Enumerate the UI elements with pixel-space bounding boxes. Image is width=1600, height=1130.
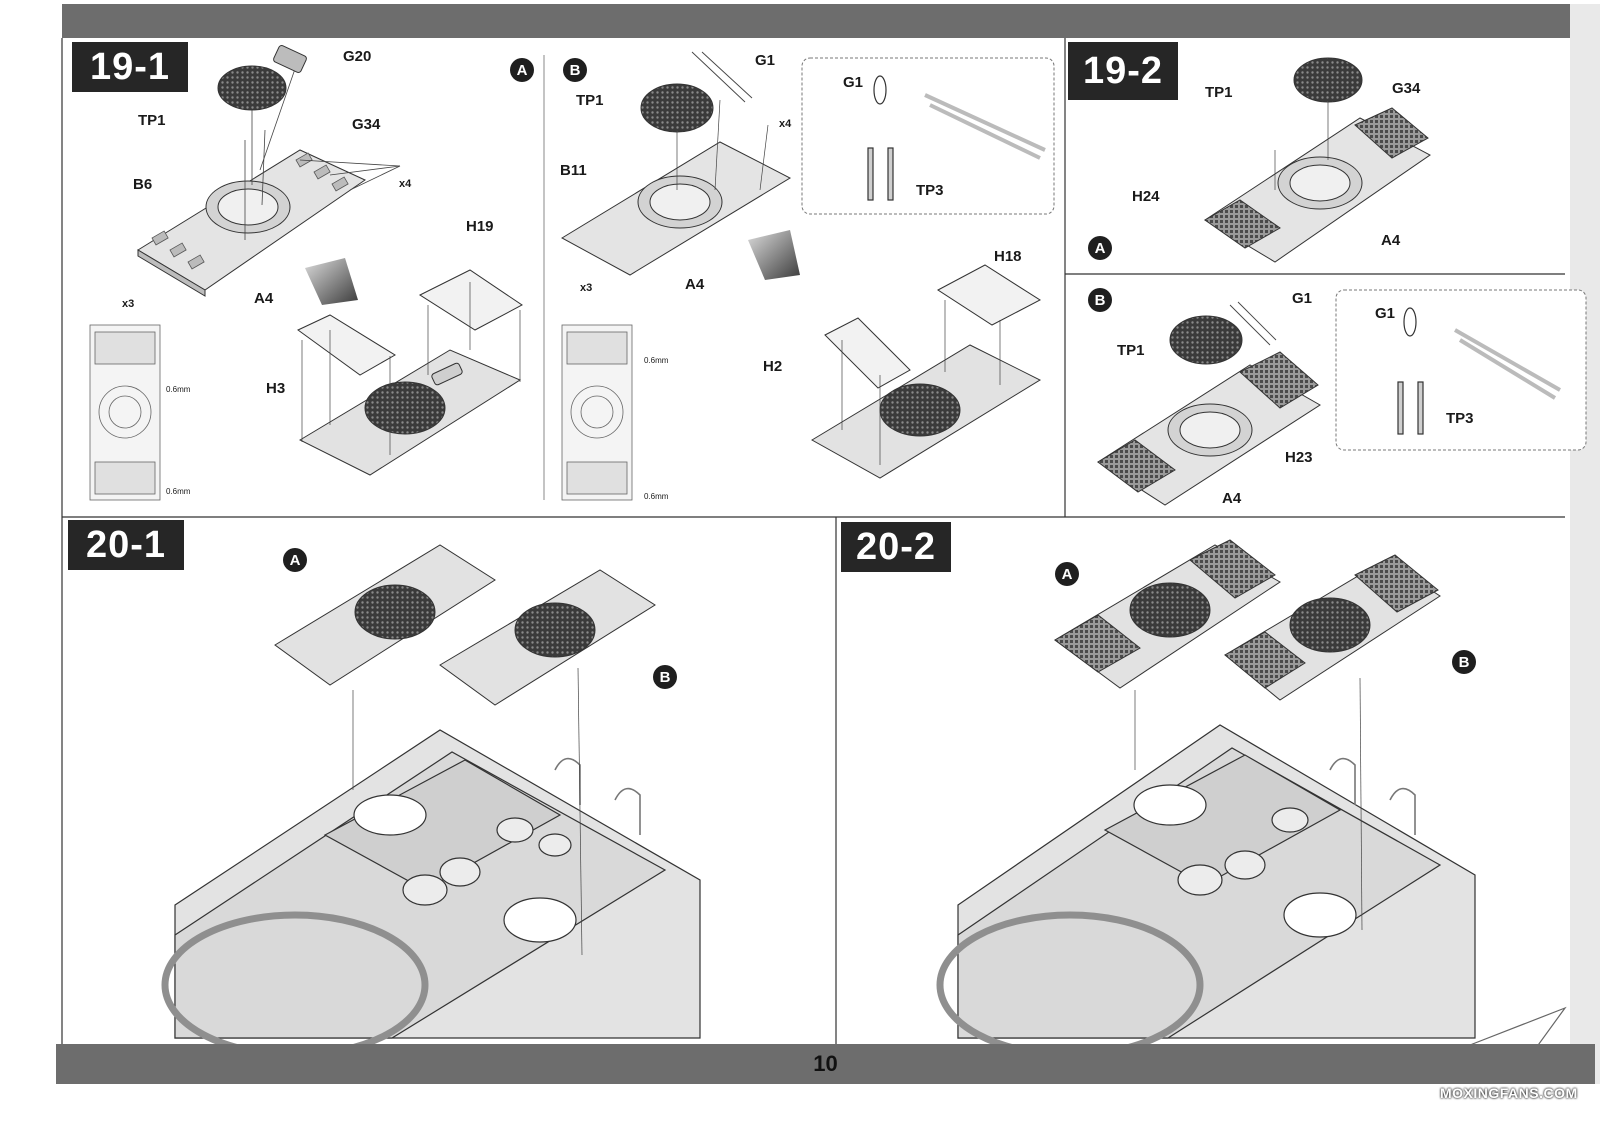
- part-label-h3: H3: [266, 380, 286, 397]
- part-label-a4: A4: [254, 290, 274, 307]
- part-label-h23: H23: [1285, 449, 1313, 466]
- part-label-h18: H18: [994, 248, 1022, 265]
- part-label-h19: H19: [466, 218, 494, 235]
- site-watermark: MOXINGFANS.COM: [1440, 1085, 1578, 1101]
- variant-b-marker: B: [1088, 288, 1112, 312]
- drill-size-label: 0.6mm: [644, 492, 669, 501]
- drill-size-label: 0.6mm: [644, 356, 669, 365]
- drill-size-label: 0.6mm: [166, 487, 191, 496]
- variant-b-marker: B: [1452, 650, 1476, 674]
- part-label-tp1: TP1: [1117, 342, 1145, 359]
- part-label-a4: A4: [1222, 490, 1242, 507]
- variant-a-marker: A: [283, 548, 307, 572]
- part-label-tp1: TP1: [138, 112, 166, 129]
- quantity-x4: x4: [779, 118, 792, 130]
- variant-a-marker: A: [510, 58, 534, 82]
- tool-label-g1: G1: [1375, 305, 1396, 322]
- top-bar: [62, 4, 1595, 38]
- part-label-g1: G1: [1292, 290, 1313, 307]
- page-number: 10: [813, 1051, 838, 1076]
- variant-a-marker: A: [1055, 562, 1079, 586]
- variant-b-marker: B: [653, 665, 677, 689]
- drill-size-label: 0.6mm: [166, 385, 191, 394]
- part-label-h2: H2: [763, 358, 783, 375]
- part-label-h24: H24: [1132, 188, 1160, 205]
- quantity-x4: x4: [399, 178, 412, 190]
- part-label-g34: G34: [1392, 80, 1421, 97]
- variant-a-marker: A: [1088, 236, 1112, 260]
- step-19-2-title: 19-2: [1068, 42, 1178, 100]
- part-label-b6: B6: [133, 176, 153, 193]
- part-label-a4: A4: [1381, 232, 1401, 249]
- part-label-g1: G1: [755, 52, 776, 69]
- part-label-g34: G34: [352, 116, 381, 133]
- step-20-1-title: 20-1: [68, 520, 184, 570]
- part-label-g20: G20: [343, 48, 372, 65]
- quantity-x3: x3: [580, 282, 593, 294]
- part-label-tp1: TP1: [576, 92, 604, 109]
- tool-label-g1: G1: [843, 74, 864, 91]
- bottom-bar: 10: [56, 1044, 1595, 1084]
- page-edge: [1570, 4, 1600, 1084]
- quantity-x3: x3: [122, 298, 135, 310]
- part-label-b11: B11: [560, 162, 587, 179]
- part-label-tp3: TP3: [916, 182, 944, 199]
- part-label-tp1: TP1: [1205, 84, 1233, 101]
- part-label-tp3: TP3: [1446, 410, 1474, 427]
- step-20-2-title: 20-2: [841, 522, 951, 572]
- part-label-a4: A4: [685, 276, 705, 293]
- variant-b-marker: B: [563, 58, 587, 82]
- step-19-1-title: 19-1: [72, 42, 188, 92]
